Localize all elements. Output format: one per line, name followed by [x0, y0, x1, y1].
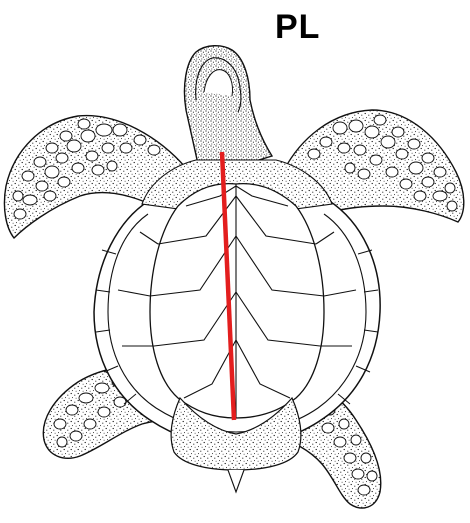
tail-tip: [228, 470, 244, 492]
turtle-head: [184, 46, 272, 164]
measurement-label: PL: [275, 8, 320, 47]
plastron: [150, 184, 324, 418]
